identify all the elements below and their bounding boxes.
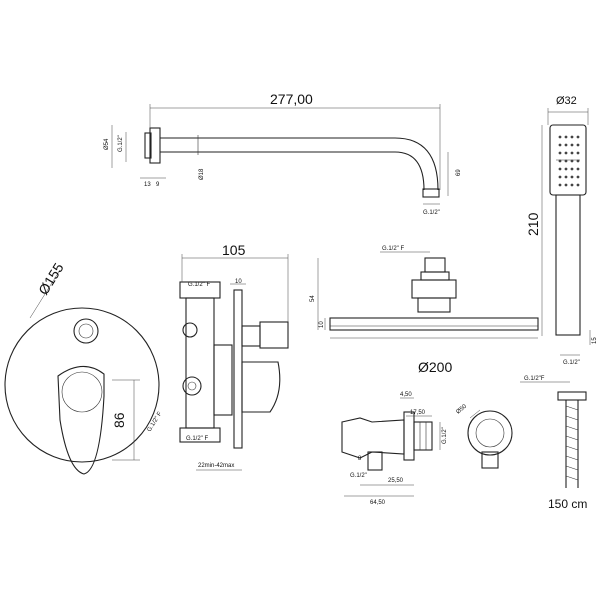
head-h1-label: 54 (310, 295, 316, 302)
hand-shower (541, 108, 591, 356)
head-dia-label: Ø200 (418, 359, 452, 375)
arm-flange-d1-label: 13 (144, 182, 151, 188)
arm-length-label: 277,00 (270, 91, 313, 107)
wall-elbow (341, 397, 441, 497)
elbow-b-label: 8 (358, 456, 362, 462)
hose-len-label: 150 cm (548, 497, 587, 511)
arm-drop-label: 69 (456, 169, 462, 176)
arm-flange-d2-label: 9 (156, 182, 160, 188)
hand-len-label: 210 (525, 212, 541, 236)
shower-arm (111, 104, 449, 205)
shower-hose (520, 381, 587, 488)
head-h2-label: 10 (319, 321, 325, 328)
arm-flange-thread-label: G.1/2" (118, 135, 124, 152)
mixer-plate (4, 269, 160, 475)
concealed-mixer (179, 254, 289, 471)
plate-dia-label: Ø155 (35, 260, 67, 298)
mixer-adjust-label: 22min-42max (198, 463, 234, 469)
wall-elbow-front (467, 409, 513, 469)
mixer-depth-label: 105 (222, 242, 246, 258)
elbow-thread1-label: G.1/2" (442, 427, 448, 444)
head-thread-label: G.1/2" F (382, 246, 404, 252)
arm-tube-dia-label: Ø18 (199, 168, 205, 180)
elbow-a-label: 17,50 (410, 410, 426, 416)
arm-end-thread-label: G.1/2" (423, 210, 440, 216)
hand-dia-label: Ø32 (556, 95, 577, 107)
hand-thread-label: G.1/2" (563, 360, 580, 366)
elbow-c-label: 25,50 (388, 478, 404, 484)
mixer-top-thread-label: G.1/2" F (188, 282, 210, 288)
elbow-t-label: 4,50 (400, 392, 412, 398)
hand-shower-nozzles (558, 135, 580, 187)
elbow-dia-label: Ø50 (455, 403, 468, 415)
plate-dim-label: 86 (111, 412, 127, 428)
hose-thread-label: G.1/2"F (524, 376, 545, 382)
shower-head (317, 251, 539, 339)
mixer-d10-label: 10 (235, 279, 242, 285)
arm-flange-dia-label: Ø54 (104, 138, 110, 150)
hand-small-label: 15 (592, 337, 598, 344)
elbow-d-label: 64,50 (370, 500, 386, 506)
mixer-bottom-thread-label: G.1/2" F (186, 436, 208, 442)
elbow-thread2-label: G.1/2" (350, 473, 367, 479)
